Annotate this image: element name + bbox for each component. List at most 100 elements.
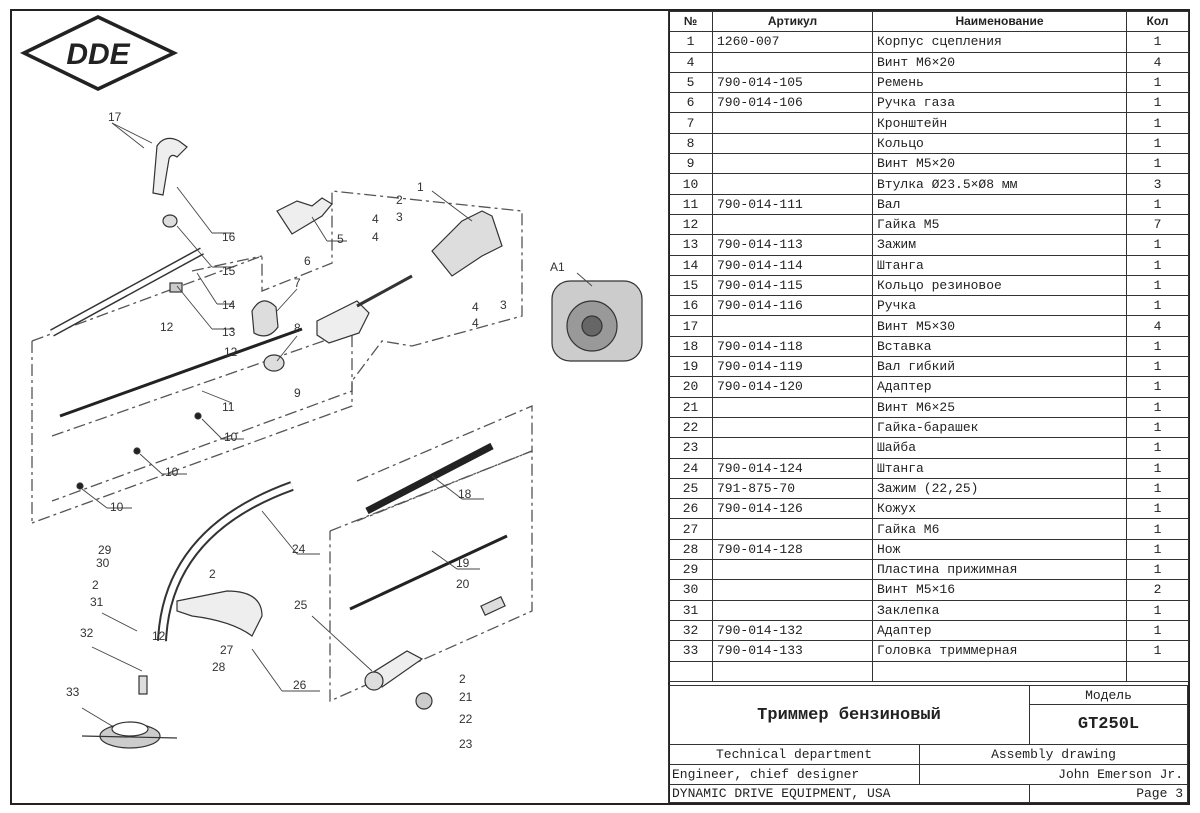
callout: 18 xyxy=(458,487,472,501)
part-article: 1260-007 xyxy=(712,31,873,53)
part-article: 790-014-118 xyxy=(712,335,873,358)
callout: 2 xyxy=(459,672,466,686)
leader-lines xyxy=(81,122,593,727)
part-article xyxy=(712,416,873,439)
callout: 14 xyxy=(222,298,236,312)
part-number: 21 xyxy=(668,396,713,418)
callout: 7 xyxy=(294,276,301,290)
part-article: 790-014-128 xyxy=(712,538,873,561)
part-article xyxy=(712,132,873,155)
callout: 4 xyxy=(472,316,479,330)
department: Technical department xyxy=(668,744,920,765)
product-name: Триммер бензиновый xyxy=(668,685,1030,745)
part-number: 22 xyxy=(668,416,713,439)
callout: 15 xyxy=(222,264,236,278)
part-number: 20 xyxy=(668,376,713,398)
callout: 19 xyxy=(456,556,470,570)
part-number: 7 xyxy=(668,112,713,134)
part-name: Винт М5×30 xyxy=(872,315,1127,337)
part-name: Вал гибкий xyxy=(872,356,1127,378)
callout: 3 xyxy=(396,210,403,224)
callout: 2 xyxy=(92,578,99,592)
callout: 5 xyxy=(337,232,344,246)
drawing-type: Assembly drawing xyxy=(919,744,1188,765)
part-article: 790-014-124 xyxy=(712,457,873,479)
callout: 4 xyxy=(472,300,479,314)
part-number: 4 xyxy=(668,51,713,73)
part-name: Зажим (22,25) xyxy=(872,477,1127,500)
part-qty: 1 xyxy=(1126,193,1189,215)
part-name: Головка триммерная xyxy=(872,640,1127,662)
callout: 13 xyxy=(222,325,236,339)
engine xyxy=(551,280,643,362)
part-name: Ручка xyxy=(872,295,1127,317)
part-name: Ремень xyxy=(872,71,1127,94)
part-name: Шайба xyxy=(872,437,1127,459)
callout: 32 xyxy=(80,626,94,640)
part-qty: 1 xyxy=(1126,92,1189,114)
part-qty: 1 xyxy=(1126,538,1189,561)
part-qty: 1 xyxy=(1126,477,1189,500)
part-qty: 1 xyxy=(1126,498,1189,520)
part-number: 9 xyxy=(668,153,713,175)
table-row xyxy=(668,660,1189,682)
model-label: Модель xyxy=(1029,685,1188,705)
callout: 25 xyxy=(294,598,308,612)
part-qty: 1 xyxy=(1126,518,1189,540)
part-article: 790-014-126 xyxy=(712,498,873,520)
part-qty: 1 xyxy=(1126,396,1189,418)
part-article xyxy=(712,112,873,134)
part-number: 28 xyxy=(668,538,713,561)
part-name: Гайка-барашек xyxy=(872,416,1127,439)
part-qty: 1 xyxy=(1126,274,1189,297)
part-name: Кольцо xyxy=(872,132,1127,155)
callout: 10 xyxy=(224,430,238,444)
callout: 12 xyxy=(224,345,238,359)
designer-role: Engineer, chief designer xyxy=(668,764,920,785)
part-qty: 3 xyxy=(1126,173,1189,195)
part-qty: 1 xyxy=(1126,416,1189,439)
part-article xyxy=(712,660,873,682)
col-article: Артикул xyxy=(712,10,873,33)
part-qty: 1 xyxy=(1126,112,1189,134)
part-number: 31 xyxy=(668,599,713,621)
part-number: 23 xyxy=(668,437,713,459)
callout: 2 xyxy=(396,193,403,207)
callout: 6 xyxy=(304,254,311,268)
part-article xyxy=(712,437,873,459)
parts-table-header: № Артикул Наименование Кол xyxy=(668,10,1189,33)
part-number: 6 xyxy=(668,92,713,114)
part-name: Адаптер xyxy=(872,376,1127,398)
callout: 20 xyxy=(456,577,470,591)
page-number: Page 3 xyxy=(1029,784,1188,803)
part-article: 790-014-133 xyxy=(712,640,873,662)
part-article: 790-014-113 xyxy=(712,234,873,256)
part-name: Винт М6×20 xyxy=(872,51,1127,73)
part-article: 790-014-114 xyxy=(712,254,873,276)
part-number: 25 xyxy=(668,477,713,500)
part-article: 791-875-70 xyxy=(712,477,873,500)
part-qty: 1 xyxy=(1126,640,1189,662)
part-name: Винт М5×20 xyxy=(872,153,1127,175)
part-number: 26 xyxy=(668,498,713,520)
part-name: Заклепка xyxy=(872,599,1127,621)
part-article xyxy=(712,315,873,337)
callout: 21 xyxy=(459,690,473,704)
part-article xyxy=(712,518,873,540)
callout: A1 xyxy=(550,260,565,274)
part-qty: 7 xyxy=(1126,213,1189,236)
callout: 16 xyxy=(222,230,236,244)
part-number: 15 xyxy=(668,274,713,297)
